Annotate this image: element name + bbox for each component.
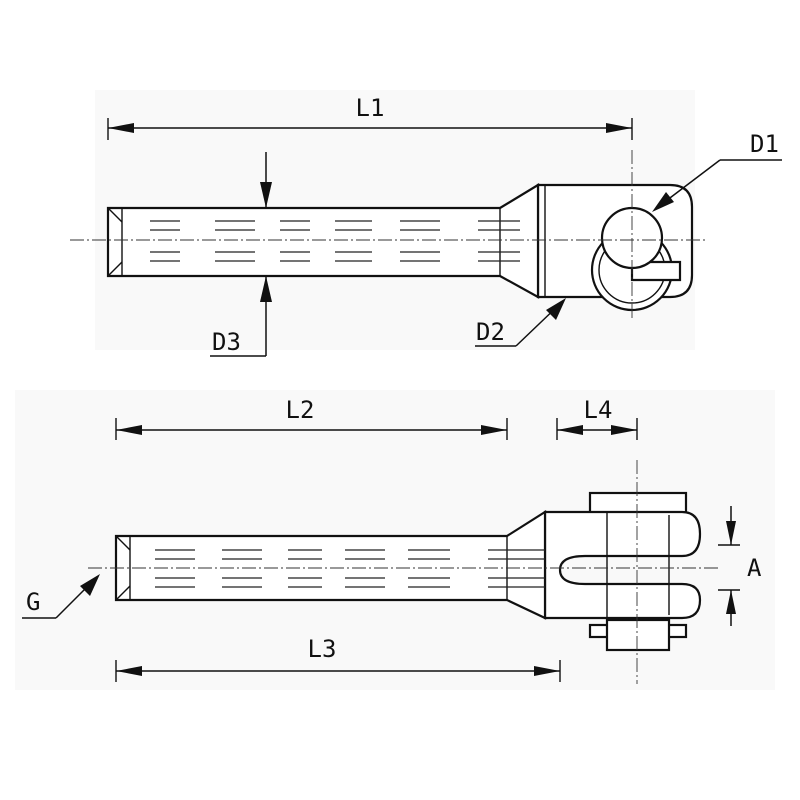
side-fork-body: [543, 510, 702, 620]
top-thread-marks: [150, 220, 520, 262]
label-D1: D1: [750, 130, 779, 158]
label-D2: D2: [476, 318, 505, 346]
side-thread-marks: [155, 549, 545, 588]
label-A: A: [747, 554, 762, 582]
dim-A: A: [718, 506, 762, 626]
dim-D1: D1: [652, 130, 782, 212]
dim-G: G: [22, 574, 100, 619]
top-view: [70, 150, 708, 318]
label-L2: L2: [286, 396, 315, 424]
label-L1: L1: [356, 94, 385, 122]
dim-D3: D3: [210, 152, 272, 357]
dim-L2: L2: [115, 396, 508, 440]
label-D3: D3: [212, 328, 241, 356]
label-L3: L3: [308, 635, 337, 663]
label-L4: L4: [584, 396, 613, 424]
dim-L3: L3: [115, 635, 561, 682]
label-G: G: [26, 588, 40, 616]
side-view: [88, 460, 720, 684]
dim-D2: D2: [475, 298, 566, 347]
dim-L4: L4: [556, 396, 638, 440]
dim-L1: L1: [107, 94, 633, 140]
